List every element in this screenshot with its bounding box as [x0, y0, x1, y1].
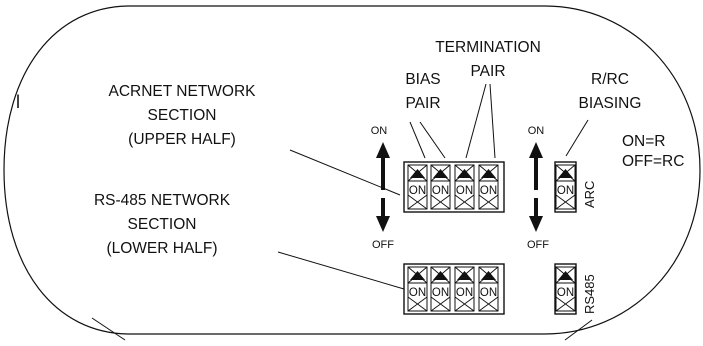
rs485-label-line3: (LOWER HALF): [106, 240, 217, 257]
left-off-label: OFF: [372, 239, 394, 251]
switch-on-label: ON: [456, 287, 473, 299]
edge-mark: l: [16, 92, 20, 112]
board-cut-line: [564, 319, 593, 341]
switch-on-label: ON: [409, 287, 426, 299]
right-off-label: OFF: [527, 239, 549, 251]
switch-on-label: ON: [409, 185, 426, 197]
lower-switch-bank: [403, 263, 505, 315]
board-outline: [3, 5, 701, 335]
arrow-right-off: [529, 198, 543, 232]
switch-on-label: ON: [557, 287, 574, 299]
switch-on-label: ON: [432, 185, 449, 197]
bias-label-line2: PAIR: [405, 95, 440, 112]
arrow-left-off: [376, 198, 390, 232]
acrnet-label-line1: ACRNET NETWORK: [109, 83, 257, 100]
dip-switch-rs485[interactable]: ON: [555, 266, 576, 312]
rrc-label-line2: BIASING: [579, 95, 642, 112]
bias-label-line1: BIAS: [405, 71, 440, 88]
dip-switch-lower-4[interactable]: ON: [478, 266, 499, 312]
dip-switch-upper-1[interactable]: ON: [407, 164, 428, 210]
arc-switch-housing: [554, 161, 577, 213]
acrnet-label-line3: (UPPER HALF): [128, 131, 236, 148]
acrnet-label-line2: SECTION: [148, 107, 217, 124]
switch-on-label: ON: [456, 185, 473, 197]
right-on-label: ON: [528, 125, 545, 137]
dip-switch-upper-3[interactable]: ON: [454, 164, 475, 210]
dip-switch-upper-2[interactable]: ON: [430, 164, 451, 210]
board-cut-line: [91, 317, 126, 341]
termination-label-line2: PAIR: [470, 63, 505, 80]
termination-label-line1: TERMINATION: [435, 39, 541, 56]
switch-on-label: ON: [557, 185, 574, 197]
switch-on-label: ON: [432, 287, 449, 299]
arrow-right-on: [529, 142, 543, 190]
dip-switch-lower-3[interactable]: ON: [454, 266, 475, 312]
rs485-switch-label: RS485: [582, 274, 597, 314]
rrc-label-line1: R/RC: [591, 71, 629, 88]
off-rc-note: OFF=RC: [622, 153, 684, 170]
switch-on-label: ON: [480, 287, 497, 299]
left-on-label: ON: [371, 125, 388, 137]
dip-switch-lower-2[interactable]: ON: [430, 266, 451, 312]
switch-on-label: ON: [480, 185, 497, 197]
upper-switch-bank: [403, 161, 505, 213]
arrow-left-on: [376, 142, 390, 190]
leader-lines: [277, 83, 589, 290]
rs485-label-line1: RS-485 NETWORK: [94, 192, 231, 209]
arc-label: ARC: [582, 181, 597, 208]
rs485-switch-housing: [554, 263, 577, 315]
dip-switch-arc[interactable]: ON: [555, 164, 576, 210]
dip-switch-upper-4[interactable]: ON: [478, 164, 499, 210]
rs485-label-line2: SECTION: [128, 216, 197, 233]
dip-switch-lower-1[interactable]: ON: [407, 266, 428, 312]
on-r-note: ON=R: [622, 133, 666, 150]
